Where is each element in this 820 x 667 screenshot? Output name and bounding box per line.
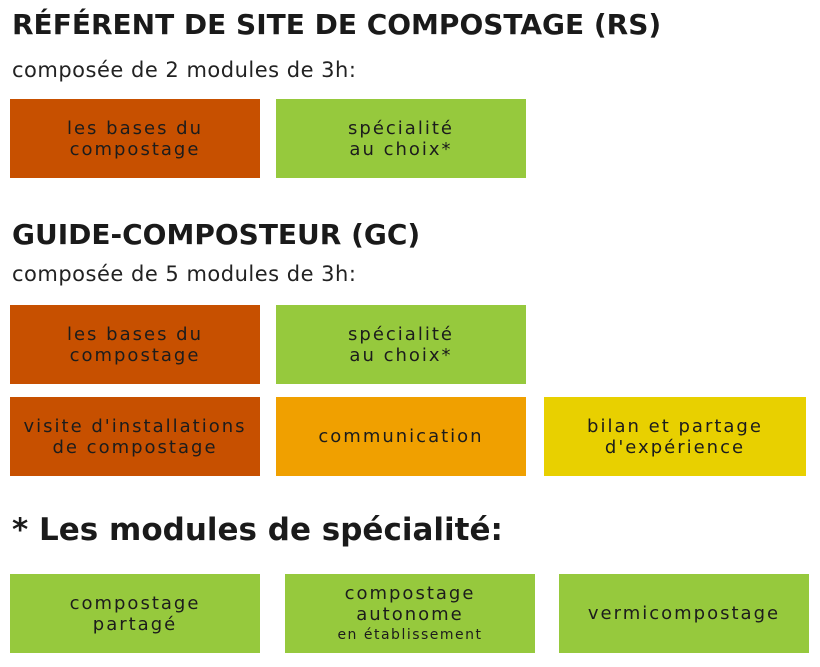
specialite-compostage-autonome: compostage autonome en établissement xyxy=(285,574,535,653)
module-label: communication xyxy=(318,426,484,447)
module-label: au choix* xyxy=(349,344,453,366)
module-label: spécialité xyxy=(348,323,454,345)
module-label: au choix* xyxy=(349,138,453,160)
module-label: spécialité xyxy=(348,117,454,139)
module-label: compostage xyxy=(344,582,476,604)
rs-title: RÉFÉRENT DE SITE DE COMPOSTAGE (RS) xyxy=(12,8,662,41)
specialite-vermicompostage: vermicompostage xyxy=(559,574,809,653)
gc-module-specialite: spécialité au choix* xyxy=(276,305,526,384)
rs-module-bases: les bases du compostage xyxy=(10,99,260,178)
module-label: partagé xyxy=(92,613,178,635)
module-label: bilan et partage xyxy=(587,415,763,437)
gc-module-communication: communication xyxy=(276,397,526,476)
gc-module-bases: les bases du compostage xyxy=(10,305,260,384)
module-label: vermicompostage xyxy=(587,603,781,624)
specialite-compostage-partage: compostage partagé xyxy=(10,574,260,653)
rs-subtitle: composée de 2 modules de 3h: xyxy=(12,58,357,82)
module-label: compostage xyxy=(69,138,201,160)
module-label: d'expérience xyxy=(604,436,746,458)
gc-module-bilan: bilan et partage d'expérience xyxy=(544,397,806,476)
rs-module-specialite: spécialité au choix* xyxy=(276,99,526,178)
specialites-title: * Les modules de spécialité: xyxy=(12,512,503,548)
module-label: les bases du xyxy=(66,323,204,345)
gc-module-visite: visite d'installations de compostage xyxy=(10,397,260,476)
module-label: de compostage xyxy=(52,436,218,458)
module-label: compostage xyxy=(69,344,201,366)
gc-subtitle: composée de 5 modules de 3h: xyxy=(12,262,357,286)
gc-title: GUIDE-COMPOSTEUR (GC) xyxy=(12,218,421,251)
module-label: visite d'installations xyxy=(23,415,247,437)
module-label: compostage xyxy=(69,592,201,614)
module-label: les bases du xyxy=(66,117,204,139)
module-sublabel: en établissement xyxy=(337,626,483,643)
module-label: autonome xyxy=(356,603,464,625)
